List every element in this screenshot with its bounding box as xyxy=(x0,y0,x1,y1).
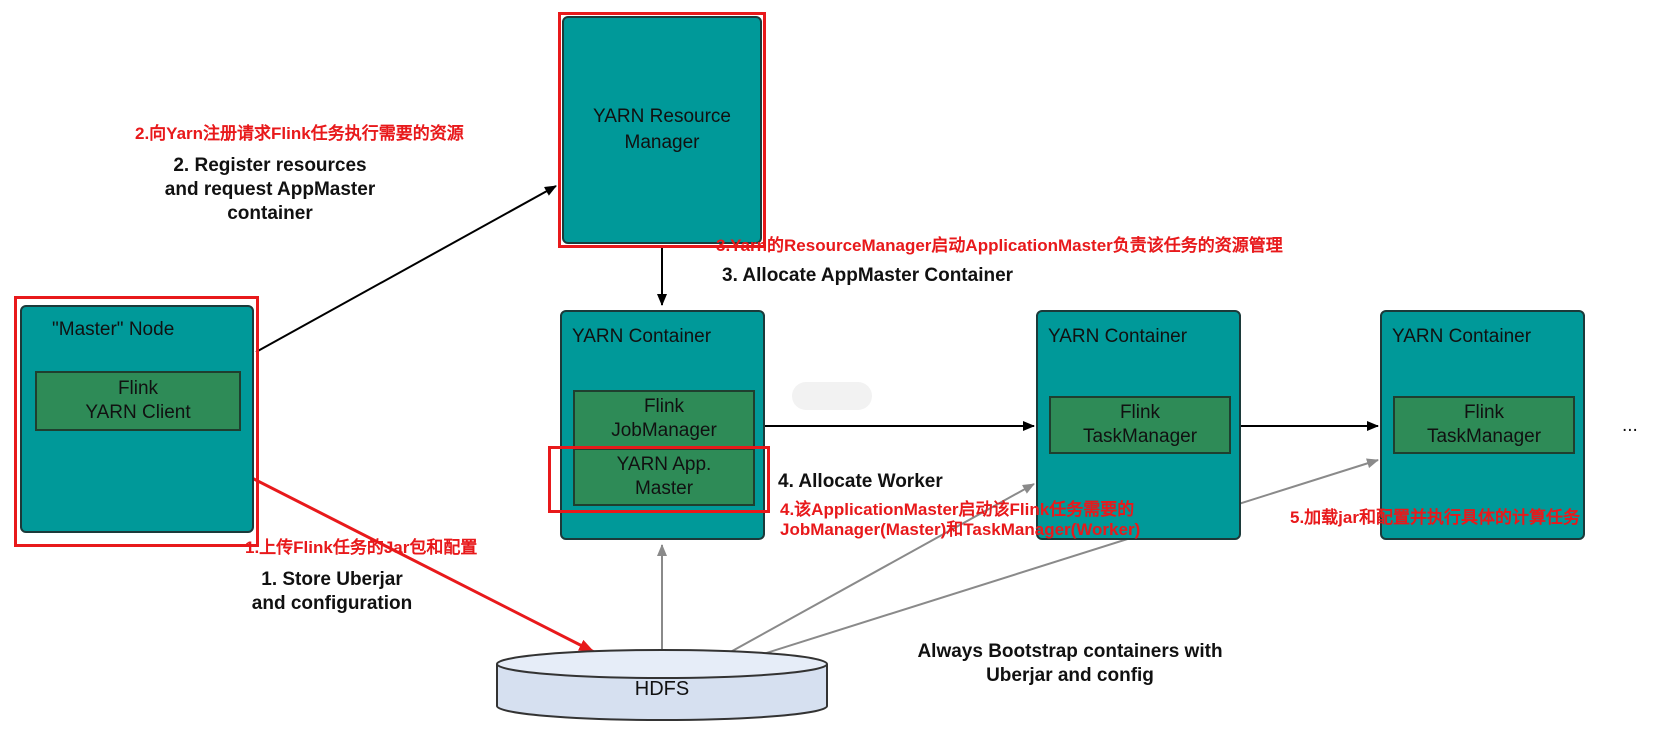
taskmanager-1-line-2: TaskManager xyxy=(1082,426,1198,447)
yarn-resource-manager: YARN Resource Manager xyxy=(562,16,762,244)
step3-en-label: 3. Allocate AppMaster Container xyxy=(722,265,1014,286)
taskmanager-1-line-1: Flink xyxy=(1119,402,1161,423)
container-2-title: YARN Container xyxy=(1048,326,1188,347)
step2-en-line-3: container xyxy=(227,203,313,224)
arrow-client-to-hdfs-red xyxy=(251,476,595,654)
yarn-container-jobmanager: YARN Container Flink JobManager YARN App… xyxy=(560,310,765,540)
flink-taskmanager-2: Flink TaskManager xyxy=(1393,396,1575,454)
step1-cn-label: 1.上传Flink任务的Jar包和配置 xyxy=(245,538,478,557)
hdfs-cylinder xyxy=(496,649,828,721)
app-master-highlight xyxy=(548,446,770,513)
step2-en-line-2: and request AppMaster xyxy=(164,179,376,200)
step2-en-line-1: 2. Register resources xyxy=(173,155,367,176)
yarn-app-master: YARN App. Master xyxy=(573,448,755,506)
flink-yarn-client-line-1: Flink xyxy=(117,378,159,399)
app-master-line-1: YARN App. xyxy=(616,454,712,475)
jobmanager-line-2: JobManager xyxy=(611,420,717,441)
step4-cn-line-1: 4.该ApplicationMaster启动该Flink任务需要的 xyxy=(780,500,1135,519)
jobmanager-line-1: Flink xyxy=(643,396,685,417)
hdfs-label: HDFS xyxy=(634,678,690,700)
master-node: "Master" Node Flink YARN Client xyxy=(20,305,254,533)
flink-yarn-client-line-2: YARN Client xyxy=(85,402,191,423)
step3-cn-label: 3.Yarn的ResourceManager启动ApplicationMaste… xyxy=(716,236,1283,255)
container-1-title: YARN Container xyxy=(572,326,712,347)
step4-en-label: 4. Allocate Worker xyxy=(778,471,943,492)
taskmanager-2-line-2: TaskManager xyxy=(1426,426,1542,447)
step2-cn-label: 2.向Yarn注册请求Flink任务执行需要的资源 xyxy=(135,124,464,143)
app-master-line-2: Master xyxy=(634,478,694,499)
master-node-highlight xyxy=(14,296,259,547)
arrow-hdfs-to-container-2 xyxy=(724,483,1035,656)
arrow-client-to-resource-manager xyxy=(255,185,557,353)
taskmanager-2-line-1: Flink xyxy=(1463,402,1505,423)
bootstrap-line-2: Uberjar and config xyxy=(986,665,1154,686)
resource-manager-line-1: YARN Resource xyxy=(593,106,731,127)
step5-cn-label: 5.加载jar和配置并执行具体的计算任务 xyxy=(1290,508,1580,527)
container-3-title: YARN Container xyxy=(1392,326,1532,347)
step1-en-label: 1. Store Uberjar and configuration xyxy=(222,568,442,616)
step4-cn-label: 4.该ApplicationMaster启动该Flink任务需要的 JobMan… xyxy=(780,500,1140,540)
step2-en-label: 2. Register resources and request AppMas… xyxy=(128,154,412,226)
resource-manager-line-2: Manager xyxy=(624,132,700,153)
flink-taskmanager-1: Flink TaskManager xyxy=(1049,396,1231,454)
resource-manager-highlight xyxy=(558,12,766,248)
flink-yarn-client: Flink YARN Client xyxy=(35,371,241,431)
bootstrap-label: Always Bootstrap containers with Uberjar… xyxy=(880,640,1260,688)
yarn-container-taskmanager-2: YARN Container Flink TaskManager xyxy=(1380,310,1585,540)
step1-en-line-1: 1. Store Uberjar xyxy=(261,569,403,590)
more-containers-ellipsis: ... xyxy=(1622,415,1638,436)
faint-highlight xyxy=(792,382,872,410)
arrow-hdfs-to-container-3 xyxy=(759,458,1379,656)
flink-jobmanager: Flink JobManager xyxy=(573,390,755,448)
master-node-title: "Master" Node xyxy=(52,319,175,340)
step4-cn-line-2: JobManager(Master)和TaskManager(Worker) xyxy=(780,520,1141,539)
step1-en-line-2: and configuration xyxy=(251,593,413,614)
bootstrap-line-1: Always Bootstrap containers with xyxy=(917,641,1223,662)
yarn-container-taskmanager-1: YARN Container Flink TaskManager xyxy=(1036,310,1241,540)
